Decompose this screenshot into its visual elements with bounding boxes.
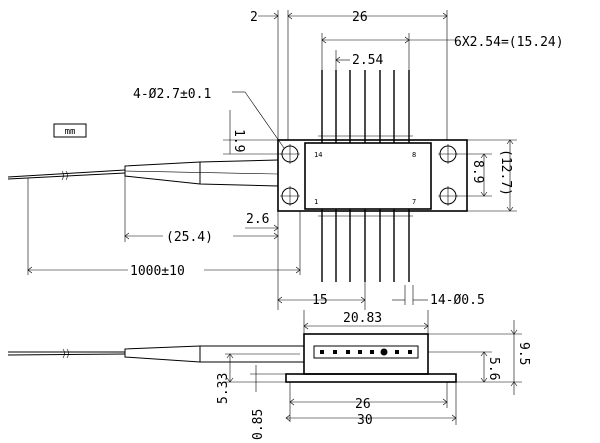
svg-text:26: 26 (355, 397, 371, 412)
bottom-pins (318, 209, 413, 282)
svg-text:5.6: 5.6 (486, 357, 501, 380)
dim-base-30: 30 (285, 382, 457, 428)
mount-holes (280, 144, 458, 206)
svg-text:8.9: 8.9 (470, 160, 485, 183)
dim-length-20-83: 20.83 (303, 310, 429, 334)
svg-text:2.6: 2.6 (246, 212, 269, 227)
side-base (285, 373, 457, 383)
dim-fiber-height-5-33: 5.33 (216, 353, 300, 404)
dim-height-9-5: 9.5 (428, 320, 531, 395)
svg-text:30: 30 (357, 413, 373, 428)
dim-height-8-9: 8.9 (456, 153, 492, 197)
pin-number-8: 8 (412, 151, 416, 159)
dim-pin-diameter: 14-Ø0.5 (392, 285, 485, 308)
svg-text:4-Ø2.7±0.1: 4-Ø2.7±0.1 (133, 87, 211, 102)
svg-text:14-Ø0.5: 14-Ø0.5 (430, 293, 485, 308)
optical-fiber (7, 169, 126, 181)
svg-text:mm: mm (65, 127, 76, 137)
svg-text:20.83: 20.83 (343, 311, 382, 326)
dim-width-26: 26 (287, 10, 448, 140)
dim-pin-pitch-total: 6X2.54=(15.24) (321, 33, 564, 70)
dim-hole-offset: 1.9 (223, 110, 282, 155)
side-pins (320, 348, 412, 356)
svg-text:26: 26 (352, 10, 368, 25)
svg-text:(25.4): (25.4) (166, 230, 213, 245)
pin-number-1: 1 (314, 198, 318, 206)
svg-text:9.5: 9.5 (516, 342, 531, 365)
dim-base-26: 26 (289, 382, 448, 422)
dim-height-5-6: 5.6 (428, 351, 501, 383)
side-view: 20.83 9.5 5.6 5.33 0.85 (7, 310, 531, 440)
svg-text:6X2.54=(15.24): 6X2.54=(15.24) (454, 35, 564, 50)
flange-plate (277, 139, 468, 212)
top-pins (318, 70, 413, 143)
svg-text:15: 15 (312, 293, 328, 308)
svg-text:0.85: 0.85 (251, 409, 266, 440)
dim-mount-holes: 4-Ø2.7±0.1 (133, 87, 285, 149)
top-view: 14 8 1 7 2 26 (7, 10, 564, 310)
dim-to-pin-15: 15 (277, 282, 366, 310)
dim-offset-2-6: 2.6 (245, 212, 279, 232)
dim-height-12-7: (12.7) (467, 139, 517, 212)
svg-text:2.54: 2.54 (352, 53, 383, 68)
pin-number-14: 14 (314, 151, 322, 159)
svg-text:(12.7): (12.7) (498, 149, 513, 196)
dim-offset-2: 2 (250, 10, 289, 140)
svg-text:1000±10: 1000±10 (130, 264, 185, 279)
dim-pin-pitch: 2.54 (335, 50, 383, 70)
pin-number-7: 7 (412, 198, 416, 206)
svg-text:2: 2 (250, 10, 258, 25)
svg-text:1.9: 1.9 (231, 129, 246, 152)
fiber-boot (124, 159, 279, 187)
svg-text:5.33: 5.33 (216, 373, 231, 404)
dim-boot-length: (25.4) (124, 176, 279, 310)
dim-fiber-length: 1000±10 (27, 178, 301, 279)
unit-label: mm (53, 123, 87, 138)
dim-base-0-85: 0.85 (250, 365, 286, 440)
